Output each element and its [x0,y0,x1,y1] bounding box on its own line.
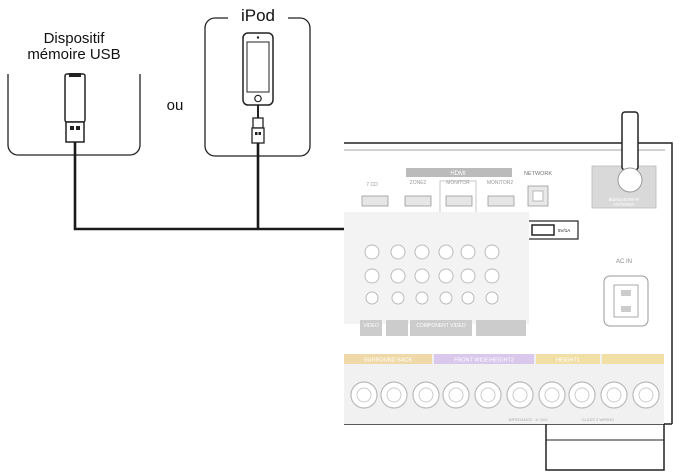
speaker-terminals: SURROUND BACK FRONT WIDE/HEIGHT2 HEIGHT1… [344,354,664,424]
antenna-icon: Bluetooth/Wi-Fi ANTENNA [591,111,657,209]
network-label: NETWORK [524,171,552,177]
usb-device-label-line2: mémoire USB [27,46,121,63]
analog-jacks-area: VIDEO COMPONENT VIDEO [344,212,529,336]
hdmi-header: HDMI [450,171,466,177]
ipod-box [204,4,311,157]
ipod-icon [242,32,274,106]
usb-device-label-line1: Dispositif [43,30,105,47]
usb-device-box [4,38,144,156]
ac-inlet [603,275,649,327]
video-label: VIDEO [363,323,379,329]
component-video-label: COMPONENT VIDEO [416,323,465,329]
connector-word-ou: ou [166,97,184,114]
usb-rating: 5V/1A [558,228,570,233]
zone2-label: ZONE2 [410,180,427,186]
ac-in-label: AC IN [616,259,632,265]
lightning-cable-icon [251,105,265,144]
class2-wiring-label: CLASS 2 WIRING [582,417,614,422]
ipod-label: iPod [240,6,276,25]
usb-stick-icon [64,73,86,143]
surround-back-label: SURROUND BACK [364,358,413,364]
bt-antenna-label-1: Bluetooth/Wi-Fi [609,197,640,202]
cd-label: 7 CD [366,182,378,188]
bt-antenna-label-2: ANTENNA [613,202,635,207]
front-wide-height-label: FRONT WIDE/HEIGHT2 [454,358,514,364]
monitor-label: MONITOR [446,180,470,186]
height1-label: HEIGHT1 [556,358,580,364]
receiver-usb-port: 5V/1A [525,220,579,240]
impedance-label: IMPEDANCE : 4~16Ω [508,417,547,422]
receiver-rear-panel: HDMI NETWORK 7 CD ZONE2 MONITOR MONITOR2… [344,111,673,471]
monitor2-label: MONITOR2 [487,180,514,186]
